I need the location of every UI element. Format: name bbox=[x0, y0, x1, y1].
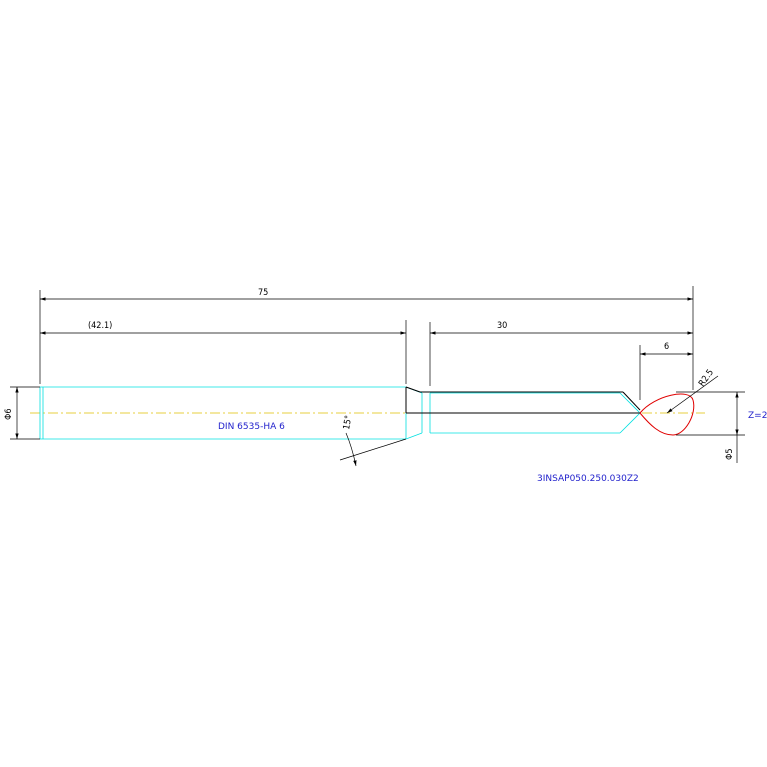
neck-outline bbox=[430, 392, 641, 434]
dim-shank-length-text: (42.1) bbox=[88, 321, 112, 331]
shank-standard-label: DIN 6535-HA 6 bbox=[218, 422, 285, 432]
dim-neck-length bbox=[429, 322, 693, 386]
dim-tip-diameter bbox=[676, 391, 745, 463]
dim-tip-diameter-text: Φ5 bbox=[725, 448, 735, 460]
neck-edges bbox=[405, 386, 641, 414]
dim-tip-length bbox=[639, 345, 693, 400]
dim-radius bbox=[666, 375, 719, 414]
dim-shank-diameter-text: Φ6 bbox=[4, 408, 14, 420]
dim-neck-length-text: 30 bbox=[497, 321, 507, 331]
dim-angle bbox=[339, 432, 407, 467]
dim-overall-length bbox=[39, 286, 694, 390]
dim-overall-length-text: 75 bbox=[258, 288, 268, 298]
flutes-label: Z=2 bbox=[748, 411, 767, 421]
ball-cutting-edge bbox=[639, 393, 695, 436]
dim-shank-length bbox=[40, 320, 407, 384]
part-number-label: 3INSAP050.250.030Z2 bbox=[537, 474, 639, 484]
dim-shank-diameter bbox=[10, 386, 40, 440]
dim-angle-text: 15° bbox=[342, 415, 354, 431]
dim-radius-text: R2.5 bbox=[697, 368, 716, 389]
dim-tip-length-text: 6 bbox=[664, 342, 669, 352]
